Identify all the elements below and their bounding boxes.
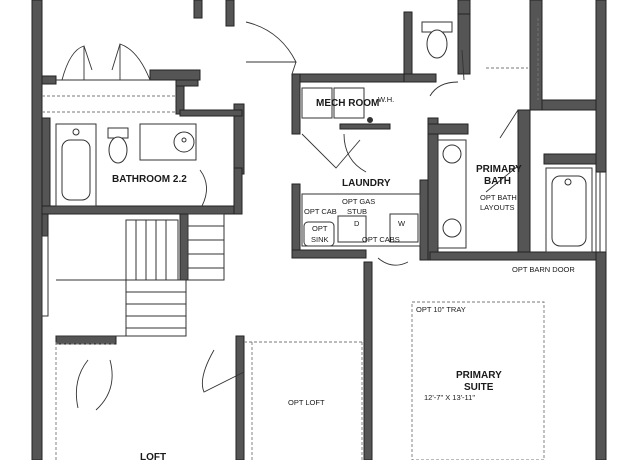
opt-sink [303,221,335,247]
water-heater-label: W.H. [378,95,394,104]
toilet [426,29,448,59]
dryer-label: D [354,219,360,228]
opt-cab-label: OPT CAB [304,207,337,216]
toilet [108,136,128,164]
primary-suite-dimensions: 12'-7" X 13'-11" [424,393,475,402]
opt-bath-label-line2: LAYOUTS [480,203,514,212]
opt-gas-label-line1: OPT GAS [342,197,375,206]
tray-ceiling-outline [411,301,545,460]
primary-bath-label-line1: PRIMARY [476,164,522,175]
opt-cabs-label: OPT CABS [362,235,400,244]
opt-sink-label-line1: OPT [312,224,328,233]
interior-walls [41,0,597,460]
opt-sink-label-line2: SINK [311,235,329,244]
primary-suite-label-line2: SUITE [464,382,494,393]
window [41,235,49,317]
primary-suite-label-line1: PRIMARY [456,370,502,381]
washer [389,213,419,243]
optional-outlines [42,18,545,460]
fixtures [55,21,593,253]
stairs [56,213,225,337]
opt-bath-label-line1: OPT BATH [480,193,517,202]
room-labels: MECH ROOM W.H. LAUNDRY BATHROOM 2.2 PRIM… [112,95,522,460]
dryer [337,215,367,243]
mech-room-label: MECH ROOM [316,98,379,109]
washer-label: W [398,219,406,228]
laundry-label: LAUNDRY [342,178,391,189]
bathroom-label: BATHROOM 2.2 [112,174,187,185]
doors [61,21,528,411]
exterior-walls [31,0,607,460]
primary-bath-label-line2: BATH [484,176,511,187]
option-labels: OPT CAB OPT SINK OPT GAS STUB D W OPT CA… [304,193,575,314]
opt-barn-door-label: OPT BARN DOOR [512,265,575,274]
loft-label: LOFT [140,452,166,460]
opt-loft-label: OPT LOFT [288,398,325,407]
opt-tray-label: OPT 10" TRAY [416,305,466,314]
opt-gas-label-line2: STUB [347,207,367,216]
